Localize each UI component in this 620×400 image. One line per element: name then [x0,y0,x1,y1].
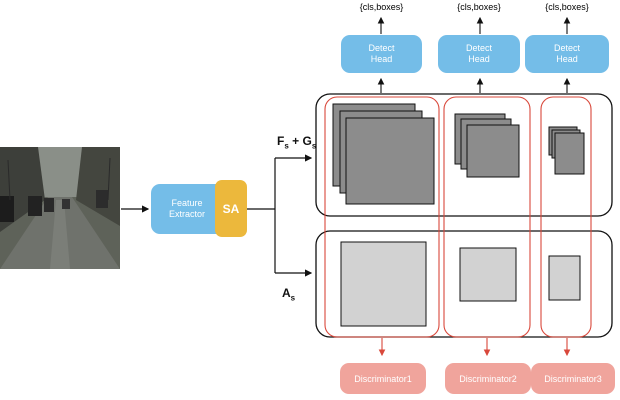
output-2-label: {cls,boxes} [457,2,501,12]
detect-head-3-label: Detect Head [553,43,580,64]
feature-map-stack-2 [454,113,520,178]
detect-head-1: Detect Head [341,35,422,73]
discriminator-3: Discriminator3 [531,363,615,394]
discriminator-1-label: Discriminator1 [354,373,412,384]
feature-panel [315,93,613,217]
discriminator-2-label: Discriminator2 [459,373,517,384]
scale-outline-2 [443,96,531,338]
feature-extractor-label: Feature Extractor [168,198,205,219]
scale-outline-3 [540,96,592,338]
detect-head-1-label: Detect Head [368,43,395,64]
sa-module-label: SA [222,201,240,216]
detect-head-3: Detect Head [525,35,609,73]
discriminator-2: Discriminator2 [445,363,531,394]
feature-extractor-block: Feature Extractor [151,184,223,234]
features-label: Fs + Gs [277,134,317,151]
attention-map-2 [459,247,517,302]
attention-label: As [282,286,296,303]
discriminator-1: Discriminator1 [340,363,426,394]
attention-map-3 [548,255,581,301]
sa-module-block: SA [215,180,247,237]
input-street-image [0,147,120,269]
detect-head-2: Detect Head [438,35,520,73]
output-3-label: {cls,boxes} [545,2,589,12]
feature-map-stack-3 [548,126,585,175]
scale-outline-1 [324,96,440,338]
output-1-label: {cls,boxes} [359,2,404,12]
feature-map-stack-1 [332,103,435,205]
attention-map-1 [340,241,427,327]
detect-head-2-label: Detect Head [465,43,492,64]
discriminator-3-label: Discriminator3 [544,373,602,384]
